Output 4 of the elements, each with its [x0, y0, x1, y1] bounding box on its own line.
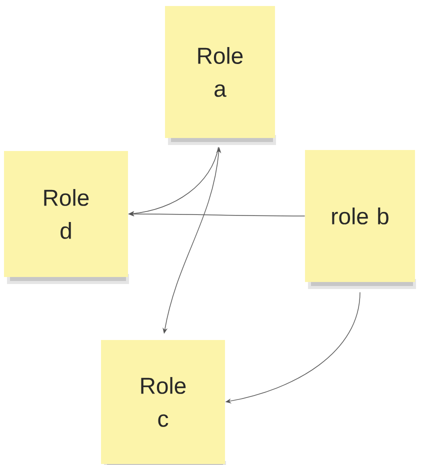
sticky-note: Role c [101, 340, 226, 465]
sticky-note: role b [305, 150, 416, 289]
sticky-note: Role a [165, 6, 276, 145]
sticky-note: Role d [4, 151, 129, 284]
